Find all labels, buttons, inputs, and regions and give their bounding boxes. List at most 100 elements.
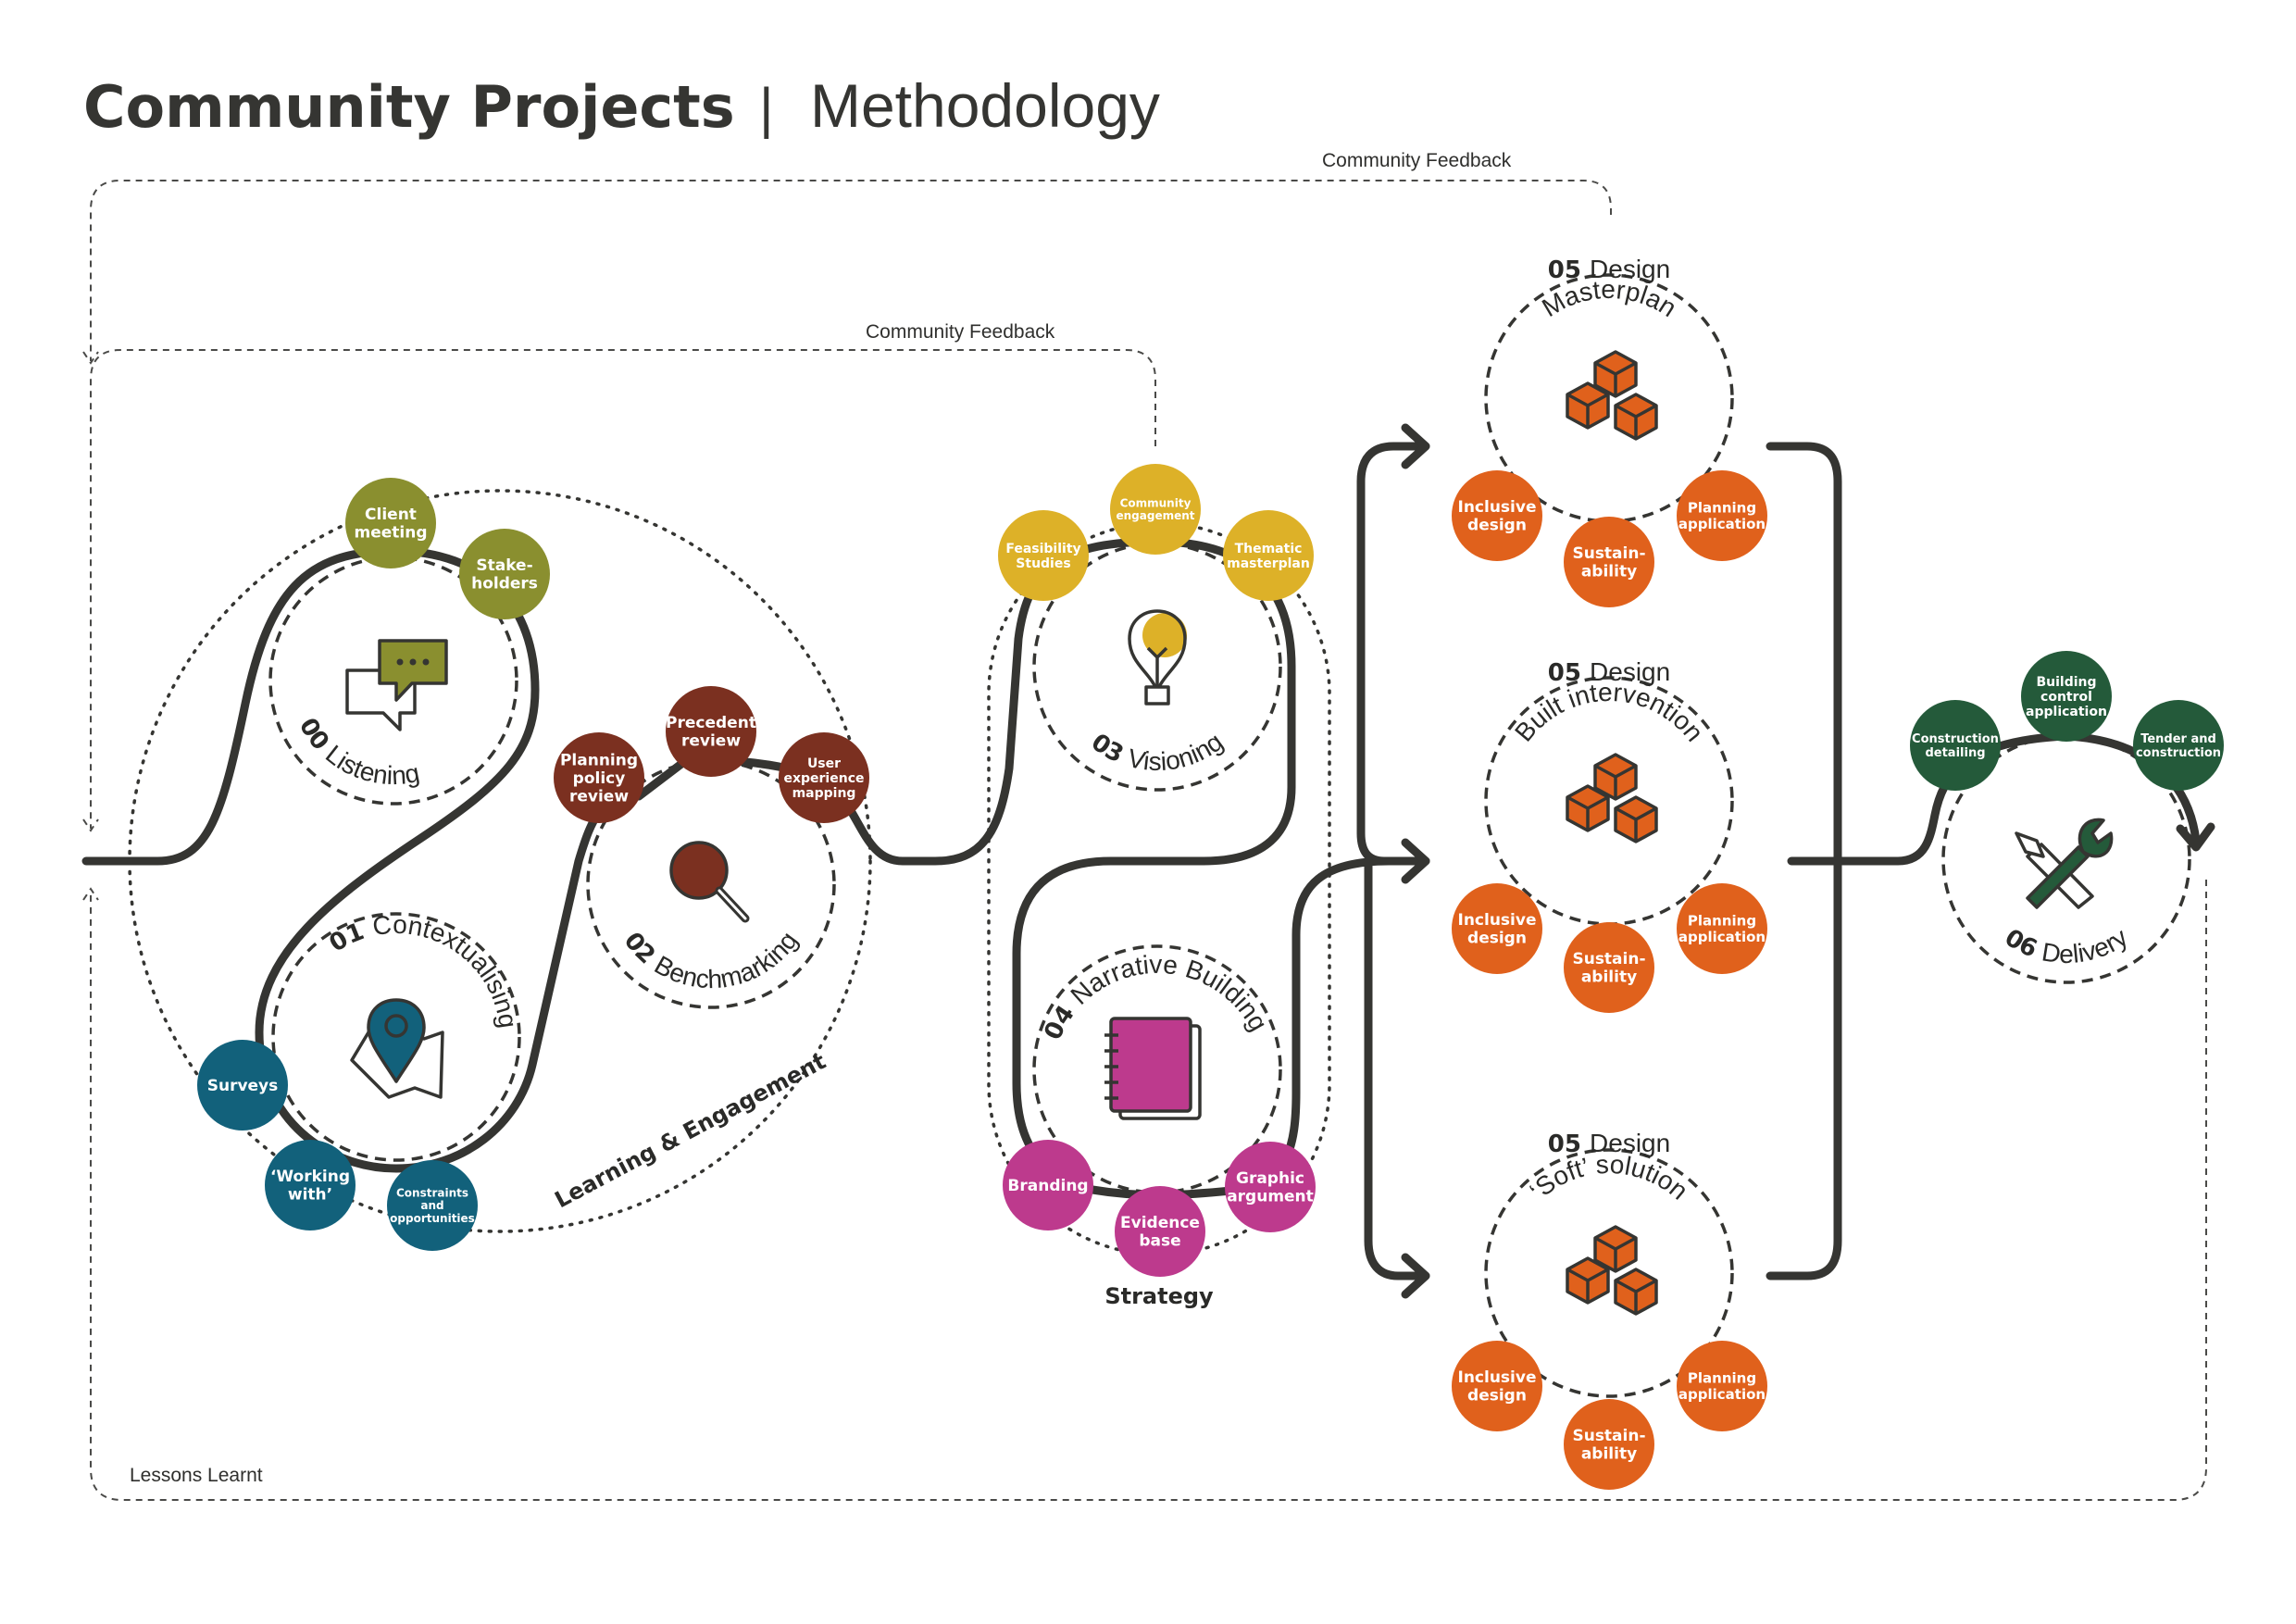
stage-subtitle-built-intervention: Built intervention (1509, 678, 1709, 747)
node-label: Inclusive (1458, 498, 1537, 517)
node-label: ‘Working (270, 1168, 350, 1186)
stage-title-design-built: 05 Design (1548, 657, 1670, 687)
node-label: ability (1581, 968, 1637, 987)
node-circle (2021, 651, 2112, 742)
node-circle (265, 1140, 356, 1230)
node-label: experience (783, 771, 864, 786)
node-circle (197, 1040, 288, 1131)
title-light: Methodology (810, 71, 1160, 140)
node-label: Precedent (666, 714, 756, 732)
node-label: review (569, 788, 629, 806)
node-label: holders (471, 575, 538, 593)
node-label: opportunities (390, 1212, 475, 1225)
notebook-icon (1104, 1017, 1202, 1120)
node-circle (1564, 1399, 1654, 1490)
learning-engagement-label: Learning & Engagement (551, 1048, 830, 1213)
node-label: Surveys (207, 1077, 279, 1095)
title-bold: Community Projects (83, 73, 735, 141)
node-circle (1564, 922, 1654, 1013)
node-sustainability: Sustain-ability (1564, 1399, 1654, 1490)
node-label: ability (1581, 563, 1637, 581)
outer-feedback-loop (90, 180, 1612, 361)
node-circle (1003, 1140, 1093, 1230)
node-circle (1115, 1186, 1205, 1277)
ring-contextualising (271, 912, 521, 1162)
cubes-icon (1566, 1225, 1658, 1316)
node-label: User (807, 756, 841, 771)
node-circle (459, 529, 550, 619)
title-separator: | (759, 77, 774, 139)
node-circle (1452, 1341, 1542, 1431)
node-label: Evidence (1120, 1214, 1200, 1232)
map-pin-icon (350, 998, 444, 1099)
path-merge (1766, 442, 2201, 1280)
node-label: Graphic (1236, 1169, 1304, 1188)
node-label: Feasibility (1005, 542, 1080, 556)
node-circle (1452, 883, 1542, 974)
node-circle (1223, 510, 1314, 601)
node-label: design (1467, 517, 1527, 535)
node-label: Planning (1688, 913, 1756, 930)
node-label: Construction (1912, 732, 1999, 746)
page-title: Community Projects | Methodology (83, 71, 1160, 141)
node-circle (1452, 470, 1542, 561)
path-split-down (1364, 856, 1430, 1280)
arrow-right-icon (1401, 838, 1430, 884)
node-label: masterplan (1227, 556, 1310, 571)
cubes-icon (1566, 753, 1658, 843)
node-label: Thematic (1235, 542, 1303, 556)
node-circle (998, 510, 1089, 601)
tools-icon (2015, 818, 2114, 909)
node-label: with’ (288, 1186, 332, 1205)
node-label: control (2040, 690, 2092, 705)
ring-soft-solution (1484, 1148, 1734, 1398)
node-label: Sustain- (1572, 950, 1645, 968)
node-circle (1677, 470, 1767, 561)
arrow-down-icon (82, 818, 99, 832)
node-circle (554, 732, 644, 823)
node-label: application (1678, 1386, 1766, 1403)
node-label: Client (365, 506, 417, 524)
lessons-learnt-label: Lessons Learnt (130, 1465, 263, 1486)
node-circle (1910, 700, 2001, 791)
node-label: design (1467, 1387, 1527, 1405)
node-circle (666, 686, 756, 777)
node-label: Inclusive (1458, 1368, 1537, 1387)
node-circle (1225, 1142, 1316, 1232)
path-split-up (1356, 442, 1430, 866)
arrow-right-icon (1401, 423, 1430, 469)
node-stakeholders: Stake-holders (459, 529, 550, 619)
stage-title-design-soft: 05 Design (1548, 1129, 1670, 1158)
node-label: argument (1227, 1188, 1314, 1206)
arrow-down-icon (82, 351, 99, 365)
node-label: Inclusive (1458, 911, 1537, 930)
node-sustainability: Sustain-ability (1564, 517, 1654, 607)
node-label: engagement (1116, 509, 1194, 522)
node-circle (1677, 883, 1767, 974)
magnifier-icon (669, 841, 750, 923)
node-label: mapping (792, 786, 856, 801)
node-label: design (1467, 930, 1527, 948)
lessons-learnt-loop (90, 880, 2207, 1501)
node-label: Planning (1688, 500, 1756, 517)
stage-title-contextualising: 01 Contextualising (325, 910, 523, 1030)
node-label: Community (1120, 496, 1192, 509)
node-circle (387, 1160, 478, 1251)
stage-title-benchmarking: 02 Benchmarking (618, 927, 804, 994)
